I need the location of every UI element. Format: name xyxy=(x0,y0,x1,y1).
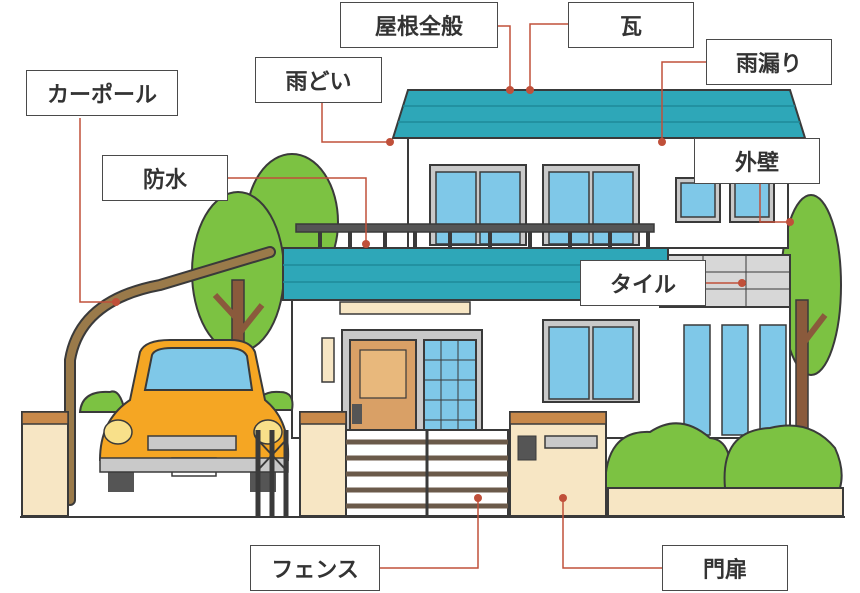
left-wall xyxy=(21,411,69,517)
entrance xyxy=(321,301,483,441)
leader-lines xyxy=(79,23,790,569)
middle-post xyxy=(299,411,347,517)
label-fence: フェンス xyxy=(250,545,380,591)
balcony-rail xyxy=(295,223,655,248)
bushes xyxy=(78,390,844,517)
label-roof-general: 屋根全般 xyxy=(340,2,498,48)
label-carport: カーポール xyxy=(26,70,178,116)
label-waterproofing: 防水 xyxy=(102,155,228,201)
lower-windows xyxy=(542,319,787,436)
label-tile: 瓦 xyxy=(568,2,694,48)
fence xyxy=(345,429,509,517)
label-exterior-wall: 外壁 xyxy=(694,138,820,184)
accordion-gate xyxy=(255,430,289,517)
carport xyxy=(64,246,276,506)
label-gutter: 雨どい xyxy=(255,57,382,103)
label-rain-leak: 雨漏り xyxy=(706,39,832,85)
label-gate: 門扉 xyxy=(662,545,788,591)
leader-dots xyxy=(112,86,794,502)
gate-pillar xyxy=(509,411,607,517)
main-roof xyxy=(391,89,807,139)
label-tiling: タイル xyxy=(580,260,706,306)
